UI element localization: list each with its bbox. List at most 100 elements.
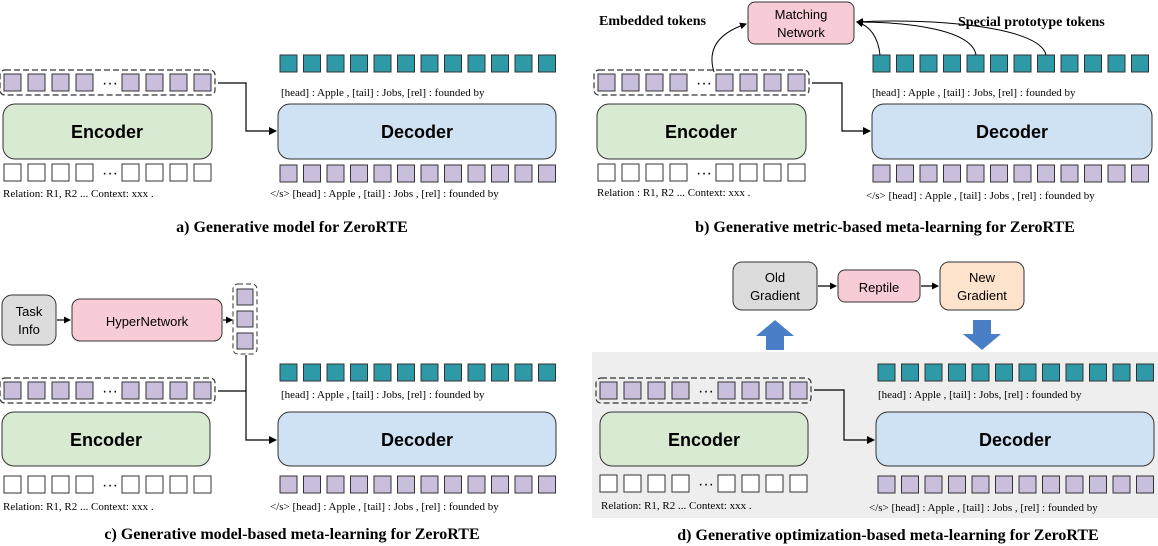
old-gradient-line2: Gradient (750, 288, 800, 303)
decoder-input-token (1018, 475, 1037, 494)
decoder-input-token-row (877, 475, 1154, 494)
input-token (645, 163, 664, 182)
encoder-input-embedding-row: ··· (0, 377, 216, 404)
encoder-token-row: ··· (599, 474, 808, 493)
input-token (789, 474, 808, 493)
output-token (326, 363, 345, 382)
embedding-token (647, 381, 666, 400)
embedding-token (715, 73, 734, 92)
decoder-target-text: [head] : Apple , [tail] : Jobs, [rel] : … (878, 389, 1082, 401)
decoder-input-token (924, 475, 943, 494)
output-token (971, 363, 990, 382)
panel-b: ··· Encoder ··· Relation : R1, R2 ... Co… (593, 1, 1153, 236)
connector-arrow (218, 82, 277, 135)
output-token (397, 54, 415, 73)
reptile-box (837, 269, 921, 303)
decoder-input-token (943, 164, 961, 183)
decoder-input-token (1089, 475, 1107, 494)
embedding-token (121, 73, 140, 92)
decoder-input-token (373, 475, 392, 494)
output-token (350, 54, 368, 73)
decoder-input-token (444, 475, 462, 494)
input-token (671, 474, 690, 493)
ellipsis-icon: ··· (102, 383, 118, 400)
decoder-input-token (467, 475, 486, 494)
output-token (943, 54, 961, 73)
output-token (350, 363, 368, 382)
encoder-label: Encoder (71, 122, 143, 142)
encoder-box (596, 103, 807, 160)
decoder-input-token (1042, 475, 1060, 494)
output-token (467, 54, 486, 73)
decoder-input-token (397, 164, 415, 183)
encoder-box (2, 103, 213, 160)
input-token (741, 474, 760, 493)
decoder-input-token (538, 475, 556, 494)
connector-arrow (814, 389, 875, 444)
encoder-label: Encoder (70, 430, 142, 450)
embedding-token (671, 381, 690, 400)
ellipsis-icon: ··· (698, 476, 714, 493)
embedding-token (739, 73, 758, 92)
embedding-group-outline (595, 377, 812, 404)
panel-c: Task Info HyperNetwork ··· Encoder ··· R… (0, 283, 557, 543)
embedding-token (193, 381, 212, 400)
output-token (491, 54, 509, 73)
decoder-input-token-row (279, 164, 556, 183)
decoder-output-token-row (279, 54, 556, 73)
embedding-token (75, 73, 94, 92)
input-token (647, 474, 666, 493)
ellipsis-icon: ··· (698, 383, 714, 400)
connector-arrow (812, 82, 871, 135)
encoder-token-row: ··· (597, 163, 806, 182)
input-token (621, 163, 640, 182)
embedding-token (75, 381, 94, 400)
decoder-input-token (948, 475, 966, 494)
input-token (599, 474, 618, 493)
output-token (467, 363, 486, 382)
encoder-input-text: Relation: R1, R2 ... Context: xxx . (3, 501, 154, 513)
decoder-output-token-row (877, 363, 1154, 382)
decoder-input-token (1065, 475, 1084, 494)
embedded-tokens-label: Embedded tokens (599, 14, 707, 29)
output-token (1065, 363, 1084, 382)
output-token (1131, 54, 1149, 73)
decoder-input-token (326, 164, 345, 183)
embedding-token (765, 381, 784, 400)
new-gradient-line1: New (969, 270, 996, 285)
ellipsis-icon: ··· (102, 75, 118, 92)
decoder-input-text: </s> [head] : Apple , [tail] : Jobs , [r… (270, 188, 499, 200)
special-prototype-tokens-label: Special prototype tokens (958, 15, 1105, 30)
decoder-input-token (514, 164, 533, 183)
output-token (990, 54, 1008, 73)
connector-arrow (218, 390, 277, 444)
decoder-input-token (919, 164, 938, 183)
decoder-input-token (1060, 164, 1079, 183)
decoder-input-token (1013, 164, 1032, 183)
decoder-label: Decoder (381, 122, 453, 142)
decoder-target-text: [head] : Apple , [tail] : Jobs, [rel] : … (281, 87, 485, 99)
embedding-token (3, 73, 22, 92)
output-token (948, 363, 966, 382)
decoder-input-token (279, 164, 298, 183)
output-token (373, 363, 392, 382)
embedding-token (145, 381, 164, 400)
input-token (169, 163, 188, 182)
encoder-token-row: ··· (3, 475, 212, 494)
output-token (444, 54, 462, 73)
new-gradient-line2: Gradient (957, 288, 1007, 303)
output-token (538, 54, 556, 73)
input-token (739, 163, 758, 182)
input-token (145, 163, 164, 182)
ellipsis-icon: ··· (102, 477, 118, 494)
decoder-input-token (373, 164, 392, 183)
input-token (715, 163, 734, 182)
encoder-box (1, 411, 211, 467)
embedding-token (3, 381, 22, 400)
input-token (193, 163, 212, 182)
embedding-token (669, 73, 688, 92)
task-info-line1: Task (16, 304, 43, 319)
decoder-input-token (350, 475, 368, 494)
decoder-input-token (467, 164, 486, 183)
caption-d: d) Generative optimization-based meta-le… (677, 527, 1098, 544)
